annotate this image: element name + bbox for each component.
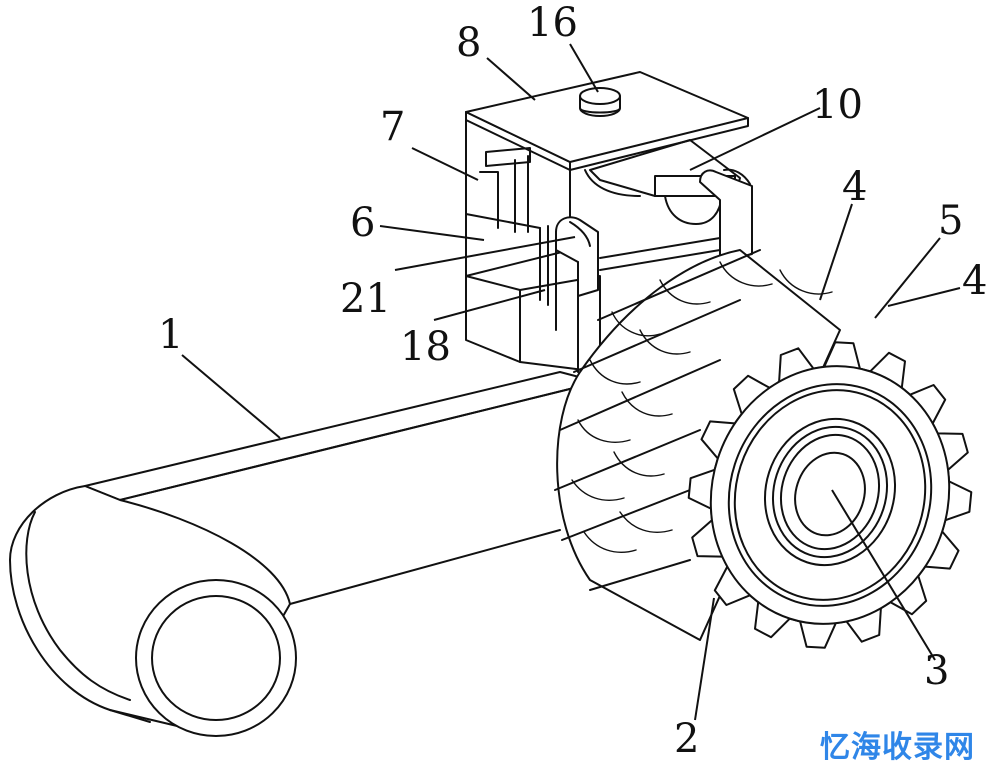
watermark-text: 忆海收录网 <box>820 730 975 765</box>
callout-4-upper: 4 <box>842 164 867 210</box>
callout-4-right: 4 <box>962 258 987 304</box>
callout-16: 16 <box>527 0 578 46</box>
callout-labels: 16 8 10 7 6 21 18 1 4 5 4 3 2 <box>158 0 987 762</box>
sprocket-assembly <box>554 249 973 649</box>
callout-18: 18 <box>400 324 451 370</box>
leader-lines <box>181 43 961 721</box>
front-sprocket <box>687 341 973 649</box>
top-plate <box>465 71 749 171</box>
callout-21: 21 <box>340 276 391 322</box>
pin-knob <box>579 87 621 117</box>
callout-5: 5 <box>938 198 963 244</box>
callout-1: 1 <box>158 312 183 358</box>
callout-10: 10 <box>812 82 863 128</box>
callout-3: 3 <box>924 648 949 694</box>
callout-8: 8 <box>456 20 481 66</box>
callout-6: 6 <box>350 200 375 246</box>
callout-7: 7 <box>380 104 405 150</box>
fork-clamp <box>555 216 599 373</box>
callout-2: 2 <box>674 716 699 762</box>
roller-cylinder <box>9 485 297 737</box>
